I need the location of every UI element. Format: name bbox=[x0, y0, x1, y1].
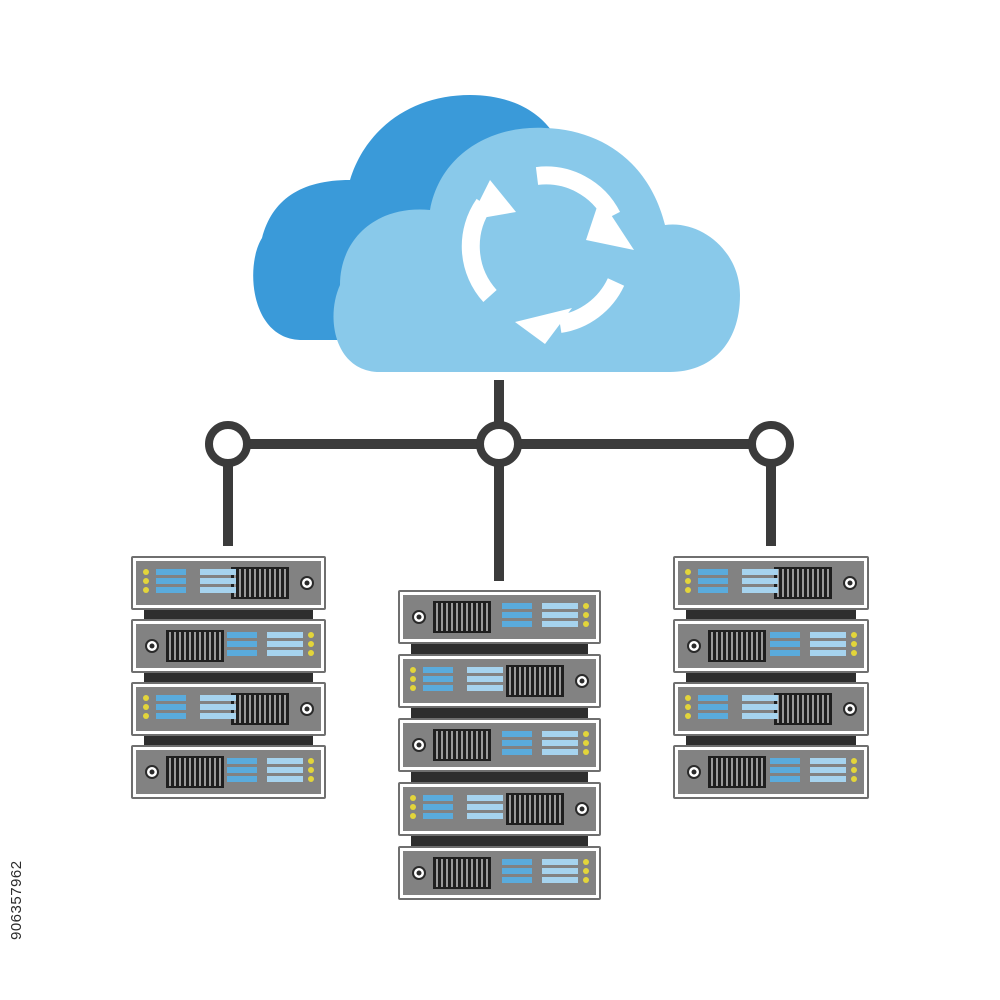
server-unit bbox=[398, 782, 601, 836]
cloud-sync-icon bbox=[253, 95, 740, 372]
arrow-heads bbox=[470, 180, 634, 344]
server-unit bbox=[673, 745, 869, 799]
server-unit bbox=[398, 654, 601, 708]
server-unit bbox=[398, 718, 601, 772]
cloud-front bbox=[333, 127, 740, 372]
server-unit bbox=[131, 745, 326, 799]
node-center bbox=[476, 421, 522, 467]
server-unit bbox=[673, 619, 869, 673]
stock-id-label: 906357962 bbox=[8, 860, 25, 940]
node-left bbox=[205, 421, 251, 467]
server-racks bbox=[131, 556, 869, 900]
network-connectors bbox=[223, 380, 776, 581]
server-rack-center bbox=[398, 590, 601, 900]
server-unit bbox=[398, 590, 601, 644]
node-right bbox=[748, 421, 794, 467]
server-rack-right bbox=[673, 556, 869, 799]
server-unit bbox=[673, 556, 869, 610]
server-unit bbox=[131, 682, 326, 736]
server-unit bbox=[131, 556, 326, 610]
server-unit bbox=[398, 846, 601, 900]
server-unit bbox=[131, 619, 326, 673]
rack-backplane bbox=[144, 577, 313, 776]
rack-backplane bbox=[686, 577, 856, 776]
server-unit bbox=[673, 682, 869, 736]
network-nodes bbox=[205, 421, 794, 467]
server-rack-left bbox=[131, 556, 326, 799]
